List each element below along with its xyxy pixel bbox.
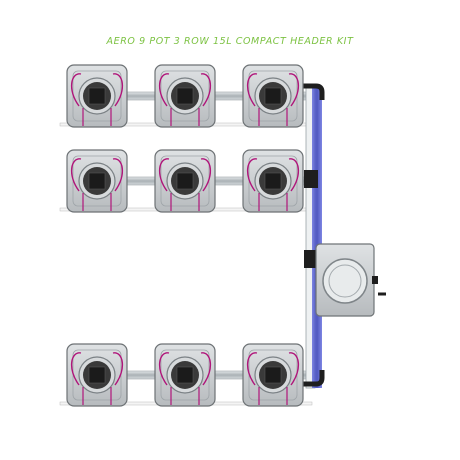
pot-icon [66,343,128,407]
pot-icon [66,64,128,128]
header-tank-icon [315,243,386,317]
pot-icon [154,64,216,128]
main-header-pipe [296,83,325,389]
connecting-pipe [126,176,156,186]
pots-group [66,64,304,407]
connecting-pipe [126,91,156,101]
pot-icon [154,343,216,407]
diagram-title: AERO 9 POT 3 ROW 15L COMPACT HEADER KIT [106,36,354,47]
pot-icon [242,149,304,213]
connecting-pipe [214,176,244,186]
pot-icon [242,64,304,128]
pot-icon [66,149,128,213]
connecting-pipe [214,370,244,380]
connecting-pipe [214,91,244,101]
pot-icon [242,343,304,407]
connecting-pipe [126,370,156,380]
pot-icon [154,149,216,213]
